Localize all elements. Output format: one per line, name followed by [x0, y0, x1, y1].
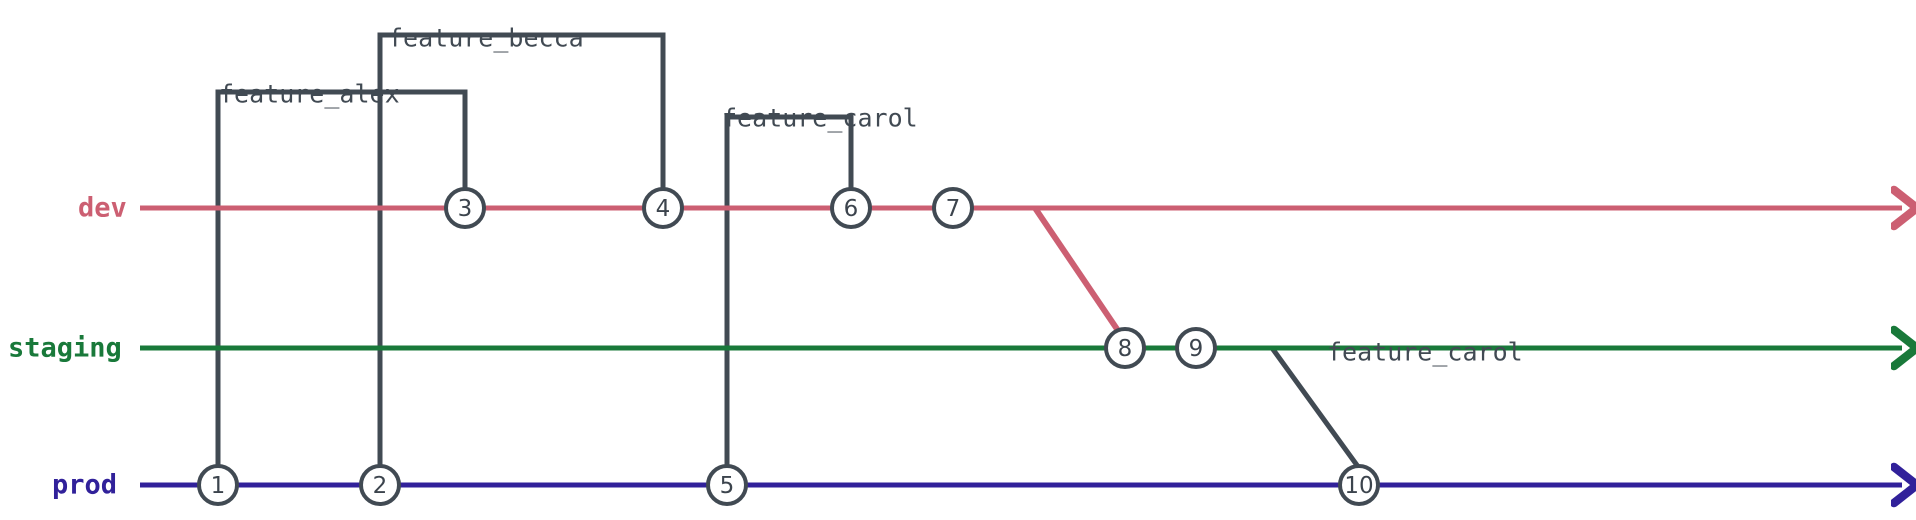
branch-label-feature_alex: feature_alex [219, 79, 400, 108]
branch-path-feature_carol [724, 114, 854, 485]
commit-label-7: 7 [946, 196, 961, 222]
commit-node-4[interactable]: 4 [642, 187, 684, 229]
commit-label-9: 9 [1189, 336, 1204, 362]
commit-node-1[interactable]: 1 [197, 464, 239, 506]
branch-path-feature_carol_2 [1269, 346, 1362, 470]
commit-circle-7 [932, 187, 974, 229]
commit-label-5: 5 [720, 473, 735, 499]
lane-label-group: dev staging prod [8, 193, 127, 501]
commit-circle-9 [1175, 327, 1217, 369]
commit-node-6[interactable]: 6 [830, 187, 872, 229]
merge-line-dev-to-staging [1032, 206, 1122, 334]
commit-circle-3 [444, 187, 486, 229]
commit-node-9[interactable]: 9 [1175, 327, 1217, 369]
commit-label-3: 3 [458, 196, 473, 222]
commit-circle-6 [830, 187, 872, 229]
branch-label-feature_becca: feature_becca [388, 23, 584, 52]
commit-circle-8 [1104, 327, 1146, 369]
lane-label-staging: staging [8, 333, 122, 364]
commit-label-10: 10 [1344, 473, 1373, 499]
branch-label-group: feature_alexfeature_beccafeature_carolfe… [219, 23, 1523, 366]
commit-node-10[interactable]: 10 [1338, 464, 1380, 506]
branch-label-feature_carol_2: feature_carol [1327, 337, 1523, 366]
commit-circle-2 [359, 464, 401, 506]
branch-label-feature_carol: feature_carol [722, 103, 918, 132]
commit-label-2: 2 [373, 473, 388, 499]
lane-label-prod: prod [52, 470, 117, 501]
branch-path-group [215, 32, 1362, 485]
commit-label-1: 1 [211, 473, 226, 499]
commit-label-4: 4 [656, 196, 671, 222]
lane-line-group [140, 208, 1902, 485]
commit-circle-1 [197, 464, 239, 506]
merge-line-group [1032, 206, 1122, 334]
commit-node-group: 1 2 3 4 5 6 7 8 9 10 [197, 187, 1380, 506]
commit-circle-4 [642, 187, 684, 229]
branch-path-feature_becca [377, 32, 666, 485]
commit-label-6: 6 [844, 196, 859, 222]
commit-node-2[interactable]: 2 [359, 464, 401, 506]
lane-label-dev: dev [78, 193, 127, 224]
commit-node-8[interactable]: 8 [1104, 327, 1146, 369]
commit-circle-10 [1338, 464, 1380, 506]
commit-circle-5 [706, 464, 748, 506]
commit-node-5[interactable]: 5 [706, 464, 748, 506]
commit-node-7[interactable]: 7 [932, 187, 974, 229]
commit-label-8: 8 [1118, 336, 1133, 362]
commit-node-3[interactable]: 3 [444, 187, 486, 229]
branch-path-feature_alex [215, 89, 468, 485]
